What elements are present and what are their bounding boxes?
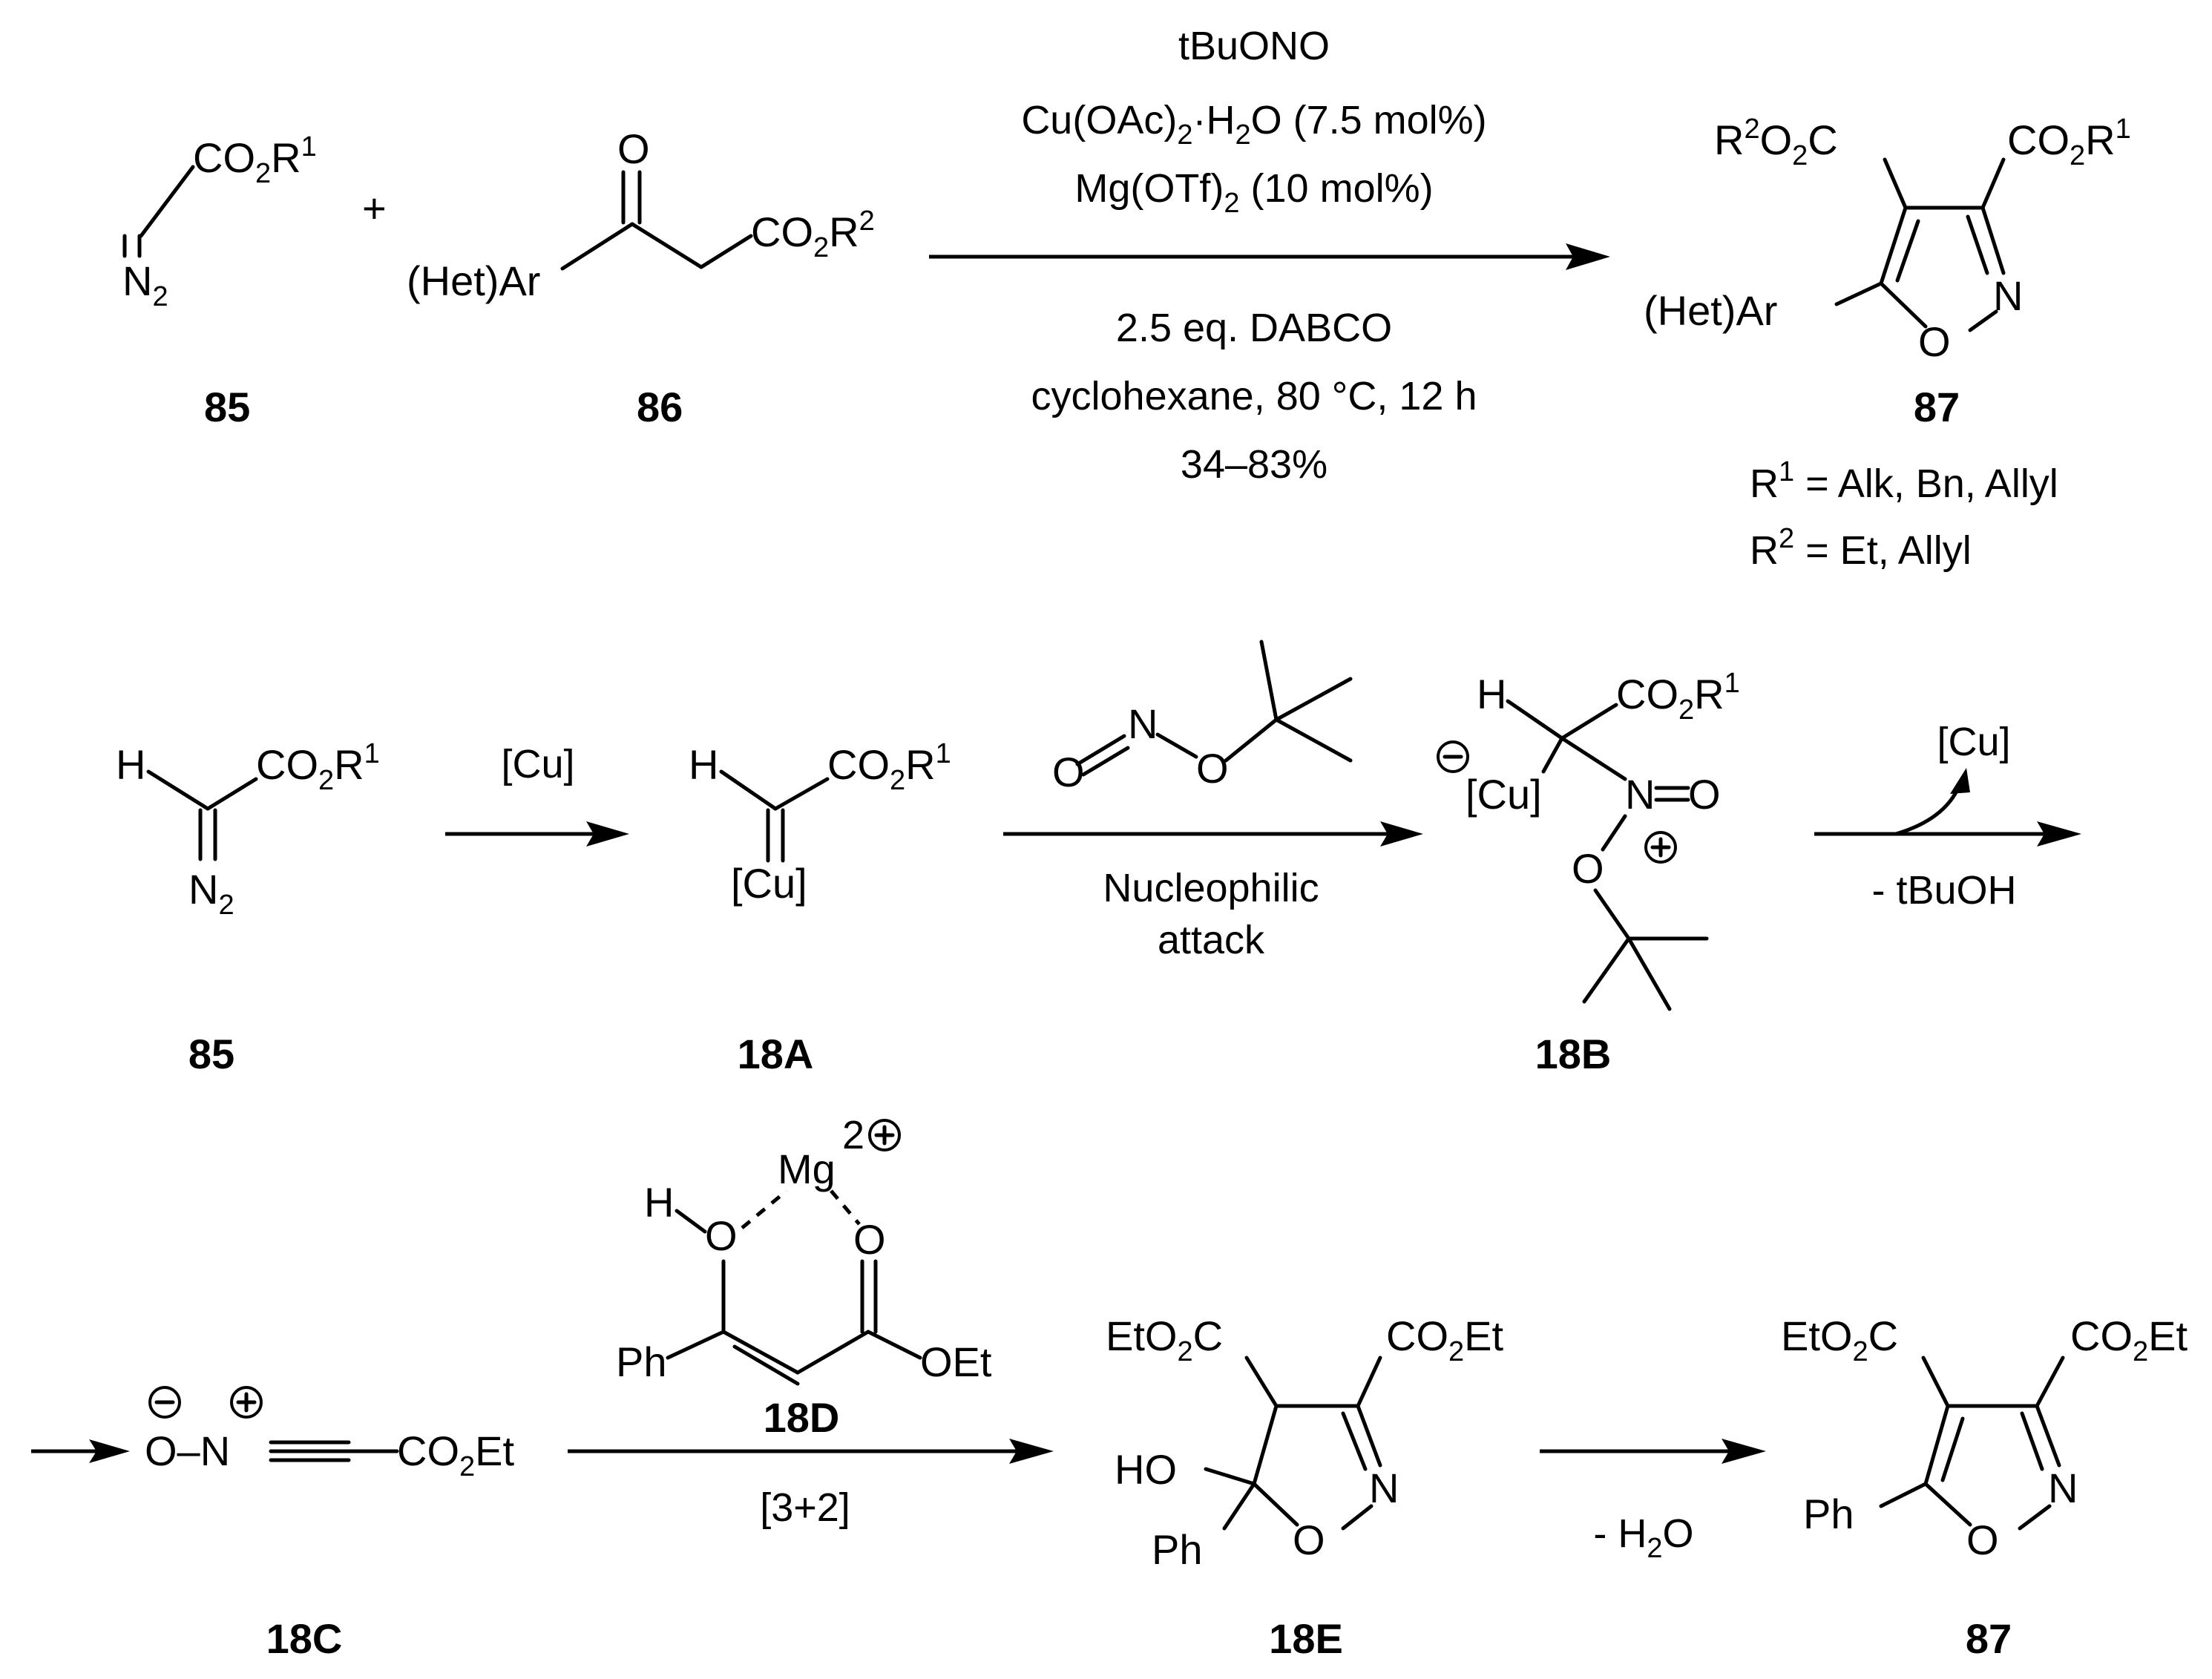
label-mg-18D: Mg: [778, 1146, 836, 1192]
arrow-step-4: [568, 1439, 1054, 1464]
compound-label-18C: 18C: [266, 1615, 343, 1662]
condition-solvent-temp: cyclohexane, 80 °C, 12 h: [1031, 374, 1477, 418]
label-o-18D-1: O: [705, 1212, 738, 1259]
step2-label-attack: attack: [1158, 918, 1265, 962]
label-o-87-final: O: [1966, 1517, 1999, 1563]
condition-dabco: 2.5 eq. DABCO: [1116, 306, 1392, 350]
compound-label-18B: 18B: [1535, 1031, 1612, 1077]
compound-18C-structure: O–N CO2Et: [145, 1386, 514, 1482]
label-co2r1: CO2R1: [193, 131, 317, 189]
compound-18B-structure: H CO2R1 [Cu] N O O: [1437, 668, 1740, 1011]
label-eto2c-87: EtO2C: [1781, 1312, 1898, 1367]
label-n-18B: N: [1625, 771, 1655, 818]
label-o-18B-1: O: [1688, 771, 1721, 818]
compound-86-structure: (Het)Ar O CO2R2: [407, 125, 875, 304]
compound-87-structure-final: EtO2C CO2Et N O Ph: [1781, 1312, 2188, 1563]
compound-label-86: 86: [637, 384, 683, 430]
label-n-87: N: [1993, 272, 2023, 319]
label-ph-18D: Ph: [616, 1338, 667, 1385]
compound-87-structure-top: R2O2C CO2R1 N O (Het)Ar: [1644, 114, 2131, 365]
r2-definition: R2 = Et, Allyl: [1750, 523, 1972, 573]
step4-cycloaddition: [3+2]: [760, 1485, 850, 1530]
label-eto2c-18E: EtO2C: [1106, 1312, 1223, 1367]
compound-label-18E: 18E: [1269, 1615, 1343, 1662]
plus-sign: +: [362, 185, 387, 231]
label-hetar-87: (Het)Ar: [1644, 287, 1777, 334]
reagent-cu-step1: [Cu]: [501, 742, 574, 786]
label-co2r1-18B: CO2R1: [1616, 668, 1740, 726]
arrow-continuation: [31, 1439, 130, 1463]
arrow-step-1: [445, 821, 629, 847]
label-co2et-87: CO2Et: [2070, 1312, 2188, 1367]
label-h-18B: H: [1477, 671, 1506, 717]
compound-label-85-mech: 85: [188, 1031, 234, 1077]
label-n-18E: N: [1369, 1465, 1399, 1511]
label-o-18E: O: [1293, 1517, 1325, 1563]
arrow-step-5: [1540, 1439, 1766, 1464]
label-co2et-18E: CO2Et: [1386, 1312, 1503, 1367]
label-ph-87: Ph: [1803, 1491, 1854, 1537]
label-cu-18B: [Cu]: [1466, 771, 1542, 818]
label-cu-18A: [Cu]: [731, 860, 807, 907]
compound-18A-structure: H CO2R1 [Cu]: [689, 738, 951, 907]
condition-yield: 34–83%: [1181, 442, 1327, 487]
label-o-tbuono-2: O: [1196, 745, 1229, 792]
label-co2r1-85m: CO2R1: [256, 738, 380, 796]
compound-18E-structure: EtO2C CO2Et N O HO Ph: [1106, 1312, 1503, 1573]
label-ho-18E: HO: [1115, 1446, 1177, 1493]
label-oet-18D: OEt: [920, 1338, 992, 1385]
label-n2-85m: N2: [188, 866, 234, 921]
compound-label-87-top: 87: [1914, 384, 1960, 430]
compound-18D-structure: Mg 2 H O O Ph OEt: [616, 1113, 992, 1386]
condition-tbuono: tBuONO: [1178, 24, 1330, 68]
condition-cu-catalyst: Cu(OAc)2·H2O (7.5 mol%): [1021, 98, 1486, 151]
compound-label-87-final: 87: [1966, 1615, 2012, 1662]
label-n-tbuono: N: [1128, 700, 1158, 747]
label-o-n-18C: O–N: [145, 1427, 230, 1474]
label-h-18D: H: [644, 1179, 674, 1226]
r1-definition: R1 = Alk, Bn, Allyl: [1750, 456, 2058, 506]
label-co2r1-87: CO2R1: [2007, 114, 2131, 171]
label-ph-18E: Ph: [1152, 1526, 1203, 1573]
condition-mg-catalyst: Mg(OTf)2 (10 mol%): [1074, 166, 1433, 219]
compound-85-structure: CO2R1 N2: [122, 131, 317, 312]
compound-85-structure-mech: H CO2R1 N2: [116, 738, 380, 921]
label-mg-charge: 2: [842, 1113, 864, 1157]
step3-tbuoh-loss: - tBuOH: [1871, 868, 2016, 913]
tbuono-structure: O N O: [1052, 640, 1353, 795]
label-h-18A: H: [689, 741, 718, 788]
label-o-tbuono-1: O: [1052, 749, 1085, 795]
label-co2et-18C: CO2Et: [397, 1427, 514, 1482]
label-o-18B-2: O: [1572, 845, 1604, 892]
label-r2o2c: R2O2C: [1714, 114, 1838, 171]
label-hetar-86: (Het)Ar: [407, 257, 540, 304]
main-reaction-arrow: [929, 243, 1610, 270]
label-h-85: H: [116, 741, 145, 788]
label-co2r1-18A: CO2R1: [827, 738, 951, 796]
label-n2: N2: [122, 257, 168, 312]
step5-water-loss: - H2O: [1593, 1511, 1693, 1564]
arrow-step-2: [1003, 821, 1423, 847]
compound-label-18A: 18A: [738, 1031, 814, 1077]
label-n-87-final: N: [2048, 1465, 2078, 1511]
compound-label-85-top: 85: [204, 384, 250, 430]
label-o-87: O: [1918, 318, 1951, 365]
label-o-86: O: [617, 125, 650, 172]
arrow-step-3: [1814, 768, 2081, 847]
label-o-18D-2: O: [853, 1216, 886, 1263]
label-co2r2: CO2R2: [751, 206, 875, 263]
compound-label-18D: 18D: [764, 1394, 840, 1441]
step2-label-nucleophilic: Nucleophilic: [1103, 866, 1319, 910]
step3-cu-release: [Cu]: [1937, 720, 2010, 764]
